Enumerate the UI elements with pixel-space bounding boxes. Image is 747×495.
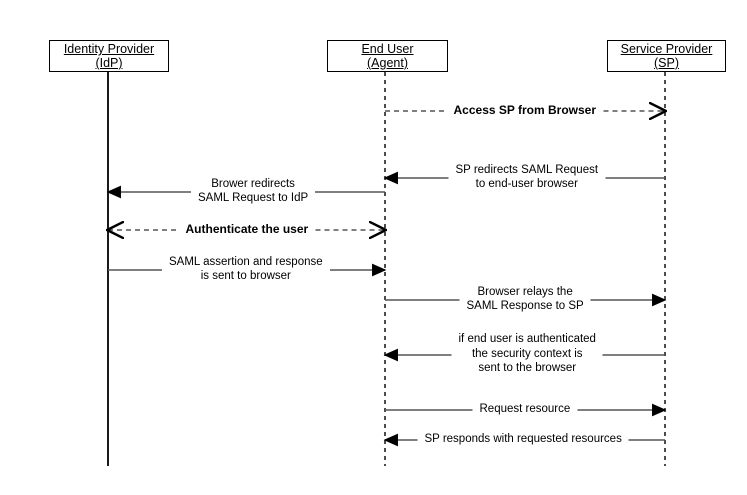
actor-name-line1: Service Provider — [620, 42, 713, 56]
message-text-line: SAML assertion and response — [169, 255, 323, 268]
message-text-line: sent to the browser — [478, 362, 577, 375]
message-text-line: the security context is — [471, 347, 583, 360]
actor-box-sp[interactable]: Service Provider(SP) — [607, 40, 726, 72]
lifelines-group — [107, 72, 666, 466]
actor-name-line2: (Agent) — [367, 56, 408, 70]
message-text-line: SAML Request to IdP — [198, 192, 309, 204]
actor-box-idp[interactable]: Identity Provider(IdP) — [49, 40, 169, 72]
message-text-line: to end-user browser — [475, 178, 578, 190]
message-label-m2: SP redirects SAML Request to end-user bro… — [451, 162, 603, 192]
message-text-line: if end user is authenticated — [458, 333, 596, 346]
message-arrows-group — [108, 111, 665, 447]
message-text-line: Brower redirects — [211, 177, 295, 190]
message-label-m4: Authenticate the user — [181, 221, 313, 236]
message-label-m9: SP responds with requested resources — [420, 431, 626, 447]
message-text-line: Request resource — [479, 402, 571, 415]
message-text-line: SAML Response to SP — [466, 300, 584, 312]
actor-box-enduser[interactable]: End User(Agent) — [327, 40, 448, 72]
actor-name-line1: End User — [361, 42, 414, 56]
message-label-m8: Request resource — [475, 401, 575, 417]
message-label-m1: Access SP from Browser — [449, 102, 601, 117]
message-text-line: Browser relays the — [477, 285, 573, 298]
message-text-line: Access SP from Browser — [453, 102, 597, 117]
message-label-m5: SAML assertion and response is sent to br… — [165, 254, 327, 284]
message-text-line: SP redirects SAML Request — [455, 163, 599, 176]
actor-name-line2: (SP) — [654, 56, 679, 70]
actor-name-line1: Identity Provider — [63, 42, 155, 56]
actor-name-line2: (IdP) — [95, 56, 123, 70]
message-text-line: is sent to browser — [200, 270, 291, 282]
message-text-line: SP responds with requested resources — [424, 432, 622, 445]
message-text-line: Authenticate the user — [185, 221, 309, 236]
